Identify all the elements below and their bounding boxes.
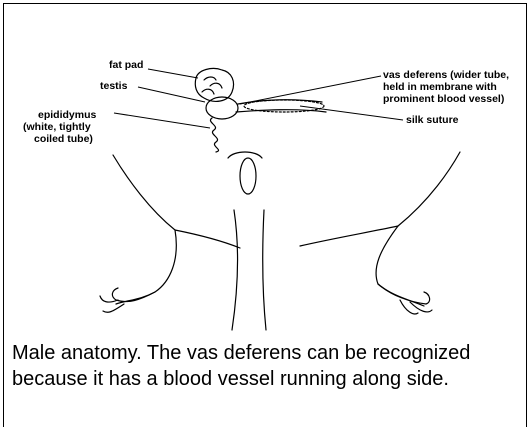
right-body-outline — [376, 152, 460, 306]
label-epididymus-2: (white, tightly — [23, 121, 91, 133]
label-vas-deferens-3: prominent blood vessel) — [383, 93, 504, 105]
figure-caption: Male anatomy. The vas deferens can be re… — [12, 340, 482, 392]
left-body-outline — [113, 155, 176, 304]
label-testis: testis — [100, 80, 128, 92]
label-epididymus-3: coiled tube) — [34, 133, 93, 145]
label-vas-deferens-2: held in membrane with — [383, 81, 497, 93]
epididymus-drawing — [210, 118, 218, 152]
tail-right — [263, 210, 266, 330]
fat-pad-drawing — [195, 68, 233, 101]
label-vas-deferens-1: vas deferens (wider tube, — [383, 69, 509, 81]
tail-left — [232, 210, 238, 330]
label-fat-pad: fat pad — [109, 59, 143, 71]
label-epididymus-1: epididymus — [38, 109, 97, 121]
label-silk-suture: silk suture — [406, 114, 459, 126]
